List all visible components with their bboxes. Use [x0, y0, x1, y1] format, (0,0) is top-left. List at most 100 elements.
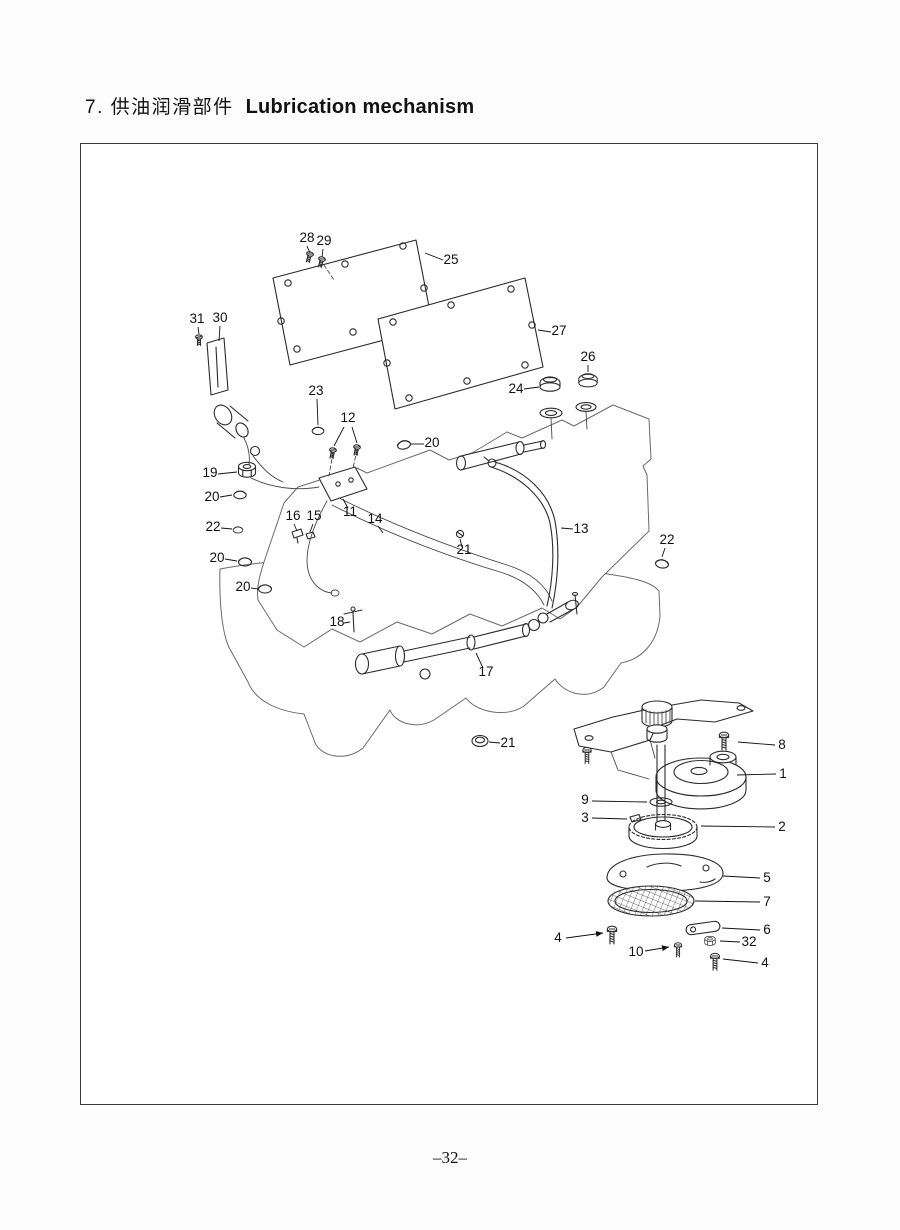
part-label-22-13: 22	[205, 519, 220, 534]
screw-28	[303, 250, 315, 264]
part-label-1-27: 1	[779, 766, 787, 781]
reservoir-bosses	[539, 402, 597, 440]
leader-line-11-16	[342, 498, 349, 509]
screw-4-left	[606, 925, 618, 945]
leader-line-27-5	[537, 329, 552, 333]
part-label-3-29: 3	[581, 810, 589, 825]
part-label-15-15: 15	[306, 508, 321, 523]
leader-line-18-23	[343, 621, 351, 624]
pump-drive-boss	[641, 700, 673, 743]
part-label-12-9: 12	[340, 410, 355, 425]
part-label-2-30: 2	[778, 819, 786, 834]
leader-line-29-1	[321, 248, 324, 258]
leader-line-23-8	[316, 398, 319, 426]
leader-line-12-9	[333, 426, 345, 447]
nut-32	[704, 935, 716, 946]
leader-line-24-7	[523, 386, 540, 390]
leader-line-14-17	[377, 525, 384, 534]
leader-line-2-30	[700, 825, 776, 828]
leader-line-4-34	[565, 930, 604, 939]
plug-20-top	[396, 438, 412, 451]
retainer-plate-30	[206, 337, 229, 396]
needle-bar-cylinder	[455, 439, 547, 471]
oil-manifold-11	[318, 449, 368, 502]
title-english: Lubrication mechanism	[245, 96, 475, 118]
page-title: 7. 供油润滑部件 Lubrication mechanism	[85, 92, 474, 119]
leader-line-8-26	[737, 741, 776, 746]
leader-line-17-24	[475, 652, 484, 669]
title-chinese: 7. 供油润滑部件	[85, 97, 234, 118]
part-label-27-5: 27	[551, 323, 566, 338]
clamp-15	[305, 531, 316, 540]
part-label-24-7: 24	[508, 381, 524, 396]
oil-cap-26	[578, 373, 598, 388]
plug-22-left	[232, 526, 244, 534]
leader-line-12-9	[351, 426, 358, 444]
leader-line-20-22	[250, 587, 259, 590]
gasket-plate-27	[377, 277, 544, 410]
part-label-21-18: 21	[456, 542, 471, 557]
leader-line-10-36	[644, 945, 670, 952]
screw-21-upper	[455, 529, 465, 539]
leader-line-30-4	[218, 325, 221, 342]
nut-19	[237, 461, 257, 478]
clamp-16	[291, 528, 304, 544]
part-label-10-36: 10	[628, 944, 643, 959]
leader-line-20-21	[224, 558, 238, 562]
part-label-20-21: 20	[209, 550, 224, 565]
screw-8-right	[718, 731, 730, 751]
leader-line-22-13	[220, 527, 233, 530]
leader-line-6-33	[721, 927, 761, 931]
pump-gear-2	[628, 813, 698, 850]
washer-9	[649, 797, 673, 807]
part-label-18-23: 18	[329, 614, 344, 629]
filter-plate-5	[606, 853, 724, 892]
part-label-14-17: 14	[367, 511, 383, 526]
oil-elbow-fittings	[213, 404, 320, 490]
bracket-hole-right	[736, 705, 746, 711]
part-label-29-1: 29	[316, 233, 331, 248]
filter-screen-7	[607, 885, 695, 917]
plug-21-lower	[471, 734, 489, 748]
screw-31	[195, 334, 203, 347]
part-label-32-35: 32	[741, 934, 756, 949]
part-label-20-12: 20	[204, 489, 219, 504]
leader-line-15-15	[309, 523, 314, 533]
part-label-17-24: 17	[478, 664, 493, 679]
part-label-26-6: 26	[580, 349, 595, 364]
leader-line-31-3	[197, 326, 200, 335]
bed-oil-hole	[419, 668, 431, 680]
pump-body-1	[655, 750, 747, 810]
part-label-20-10: 20	[424, 435, 439, 450]
key-3	[629, 813, 642, 823]
oscillating-shaft-17	[354, 591, 579, 675]
part-label-31-3: 31	[189, 311, 204, 326]
screw-4-right	[710, 952, 720, 971]
oil-cap-24	[539, 376, 561, 392]
part-label-9-28: 9	[581, 792, 589, 807]
part-label-5-31: 5	[763, 870, 771, 885]
leader-line-32-35	[719, 940, 741, 943]
gasket-6	[685, 920, 721, 936]
screw-12-a	[327, 446, 338, 460]
leader-line-20-12	[219, 494, 233, 498]
part-label-11-16: 11	[343, 504, 357, 519]
plug-20-a	[233, 490, 247, 500]
leader-line-22-20	[661, 547, 666, 558]
part-label-20-22: 20	[235, 579, 250, 594]
part-label-4-34: 4	[554, 930, 562, 945]
part-label-7-32: 7	[763, 894, 771, 909]
part-label-25-2: 25	[443, 252, 458, 267]
part-label-16-14: 16	[285, 508, 300, 523]
part-label-21-25: 21	[500, 735, 515, 750]
plate-27-holes	[383, 285, 536, 402]
exploded-diagram: 2829253130272624231220192022161511142113…	[189, 230, 787, 971]
screw-10	[673, 942, 683, 958]
bracket-hole-left	[584, 735, 594, 741]
pin-18	[343, 606, 363, 633]
page-number: –32–	[433, 1148, 467, 1167]
leader-line-21-18	[459, 538, 463, 548]
